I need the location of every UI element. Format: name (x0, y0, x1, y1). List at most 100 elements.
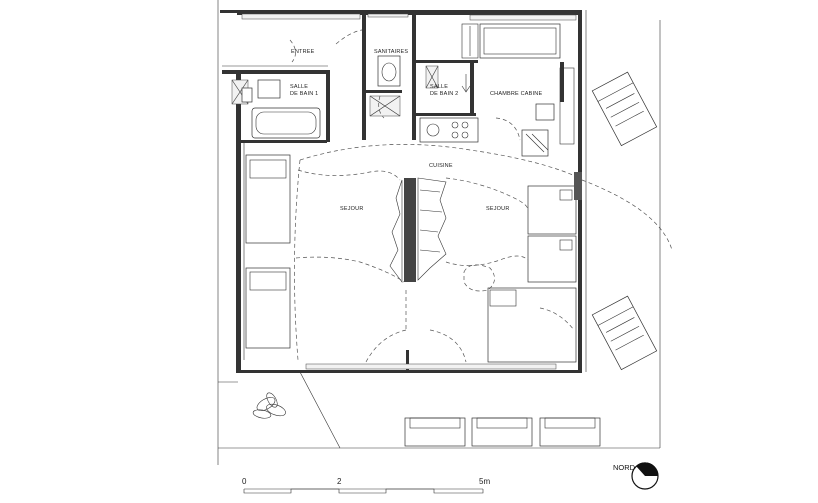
wall-bath2-top (416, 60, 478, 63)
cabin-chair (535, 103, 555, 121)
right-bed-2-pillow (559, 239, 573, 251)
fold-line-3 (419, 229, 439, 233)
left-beds (245, 154, 291, 349)
path-sejour-right-mid (445, 255, 529, 266)
bench-2-top (476, 417, 528, 429)
hob-3 (451, 131, 459, 139)
left-bed-top (245, 154, 291, 244)
label-sejour-left: SEJOUR (340, 206, 364, 212)
left-bed-bottom (245, 267, 291, 349)
north-label: NORD (613, 463, 636, 472)
entry-wall (222, 70, 330, 74)
cabin-step (461, 23, 479, 59)
door-bottom-right (429, 329, 467, 363)
terrace-arc-top (581, 179, 673, 251)
right-beds (487, 172, 582, 363)
window-bottom (305, 363, 557, 370)
wall-kitchen-top (416, 113, 476, 116)
bottom-ledge (218, 20, 661, 449)
wc-tank (377, 55, 401, 87)
label-salle-bain-2-line2: DE BAIN 2 (430, 91, 458, 97)
north-arrow: NORD (613, 462, 659, 490)
swing-table (463, 264, 495, 292)
column-right (574, 172, 582, 200)
north-needle (636, 462, 659, 476)
wall-sanitaires-right (412, 10, 416, 140)
kitchen-sink (426, 123, 440, 137)
sanitaires-wc (369, 55, 401, 117)
bath-2 (425, 65, 471, 93)
label-salle-bain-1-line1: SALLE (290, 84, 308, 90)
terrace-plant (252, 392, 286, 419)
left-bed-top-pillow (249, 159, 287, 179)
scale-label-2: 2 (337, 477, 342, 486)
top-wall (237, 10, 582, 15)
label-sejour-right: SEJOUR (486, 206, 510, 212)
path-sejour-right-top (445, 177, 529, 211)
bath1-cabinet (241, 87, 253, 103)
lounger-bottom (591, 295, 658, 371)
central-island (389, 177, 447, 283)
central-folding-right (417, 177, 447, 281)
path-sejour-left-top (297, 169, 401, 181)
terrace-furniture (252, 71, 658, 447)
shaft-1-cross-b (231, 79, 249, 105)
swing-paths (289, 29, 673, 449)
cabin-bunk (479, 23, 561, 59)
cabin-desk-b (531, 133, 549, 151)
terrace-arc-bottom (299, 371, 341, 449)
top-wall-left-stub (220, 10, 237, 13)
door-cabin (495, 117, 521, 141)
right-bed-1-pillow (559, 189, 573, 201)
arc-left-beds (294, 159, 301, 361)
scale-label-5m: 5m (479, 477, 490, 486)
bathtub-1 (251, 107, 321, 139)
door-bottom-left (365, 329, 407, 363)
label-sanitaires: SANITAIRES (374, 49, 408, 55)
windows-top (241, 13, 577, 21)
scale-label-0: 0 (242, 477, 247, 486)
right-bed-1 (527, 185, 577, 235)
fold-line-1 (419, 189, 441, 193)
path-sejour-left-bottom (295, 256, 405, 283)
kitchen (419, 117, 479, 143)
scale-line (243, 488, 484, 494)
left-wall (236, 72, 241, 372)
bench-1 (404, 417, 466, 447)
kitchen-counter (419, 117, 479, 143)
washbasin-1 (257, 79, 281, 99)
label-entree: ENTREE (291, 49, 315, 55)
door-shower (378, 95, 385, 119)
wall-cabin-inner (560, 62, 564, 102)
central-partition (404, 178, 416, 282)
hob-2 (461, 121, 469, 129)
cabin-bedroom (461, 23, 575, 157)
arc-kitchen (299, 144, 581, 179)
cabin-desk-a (525, 133, 545, 153)
hob-1 (451, 121, 459, 129)
label-salle-bain-2-line1: SALLE (430, 84, 448, 90)
bathtub-1-inner (255, 111, 317, 135)
right-bed-2 (527, 235, 577, 283)
room-labels: ENTREE SANITAIRES SALLE DE BAIN 1 SALLE … (290, 49, 542, 212)
right-sofa-back (489, 289, 517, 307)
window-sanitaires (367, 13, 409, 18)
lounger-top (591, 71, 658, 147)
wc-bowl (381, 62, 397, 82)
bench-3-top (544, 417, 596, 429)
wall-bath2-right (470, 60, 474, 113)
bench-2 (471, 417, 533, 447)
window-entree (241, 13, 361, 20)
wall-wc-bottom (362, 90, 402, 93)
arrow-bath2-head (461, 85, 471, 93)
fold-line-4 (419, 249, 441, 253)
central-folding-left (389, 179, 403, 283)
label-chambre-cabine: CHAMBRE CABINE (490, 91, 542, 97)
wall-bottom-stub (406, 350, 409, 372)
window-cabin (469, 14, 577, 21)
door-entree-2 (289, 39, 296, 63)
shaft-2-cross-b (425, 65, 439, 89)
right-sofa-bed (487, 287, 577, 363)
bench-3 (539, 417, 601, 447)
